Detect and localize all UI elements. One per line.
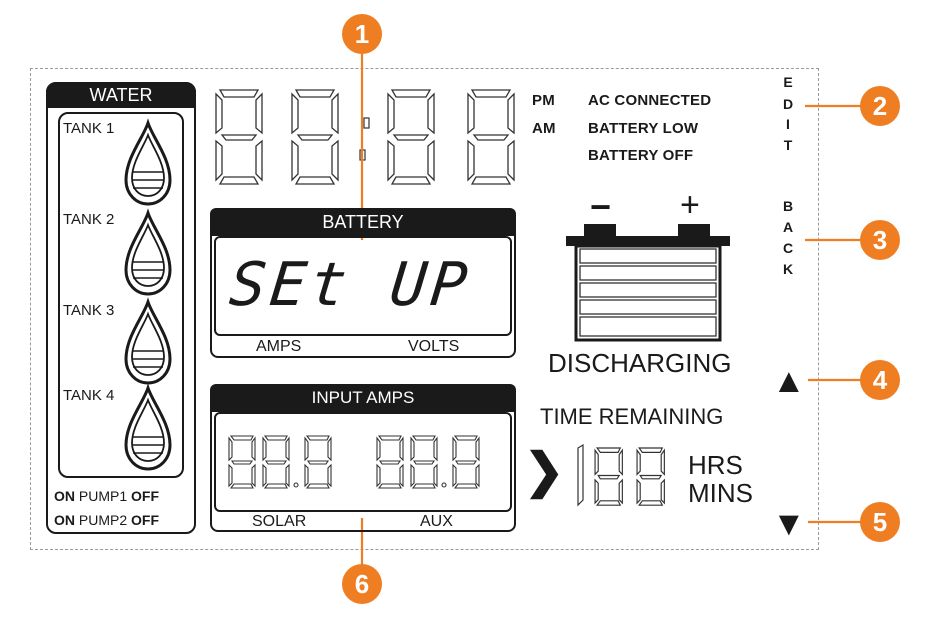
chevron-right-icon: ❯ bbox=[524, 445, 565, 498]
time-remaining-label: TIME REMAINING bbox=[540, 404, 724, 429]
pump2-label: PUMP2 bbox=[78, 512, 128, 528]
pump1-row: ON PUMP1 OFF bbox=[54, 488, 159, 504]
pump1-off: OFF bbox=[131, 488, 160, 504]
tank-4-label: TANK 4 bbox=[63, 387, 115, 404]
tank-4-drop-icon bbox=[124, 386, 172, 471]
callout-3: 3 bbox=[860, 220, 900, 260]
tank-1-drop-icon bbox=[124, 121, 172, 206]
plus-icon: + bbox=[680, 186, 700, 224]
amps-label: AMPS bbox=[256, 338, 302, 355]
pump1-label: PUMP1 bbox=[78, 488, 128, 504]
time-digits bbox=[577, 443, 665, 507]
edit-letter-t[interactable]: T bbox=[783, 137, 793, 153]
callout-lines bbox=[360, 46, 864, 566]
callout-2: 2 bbox=[860, 86, 900, 126]
battery-display-text: SEt UP bbox=[226, 250, 475, 320]
tank-2-label: TANK 2 bbox=[63, 211, 115, 228]
pump2-off: OFF bbox=[131, 512, 160, 528]
am-indicator: AM bbox=[532, 120, 556, 137]
tank-1-label: TANK 1 bbox=[63, 120, 115, 137]
aux-label: AUX bbox=[420, 513, 453, 530]
input-amps-digits bbox=[228, 435, 480, 489]
solar-label: SOLAR bbox=[252, 513, 307, 530]
pump1-on: ON bbox=[54, 488, 75, 504]
back-letter-b[interactable]: B bbox=[782, 198, 794, 214]
water-header: WATER bbox=[46, 82, 196, 108]
battery-panel-header: BATTERY bbox=[210, 208, 516, 236]
tank-3-drop-icon bbox=[124, 300, 172, 385]
back-letter-a[interactable]: A bbox=[782, 219, 794, 235]
back-letter-k[interactable]: K bbox=[782, 261, 794, 277]
callout-6: 6 bbox=[342, 564, 382, 604]
mins-label: MINS bbox=[688, 478, 753, 508]
tank-3-label: TANK 3 bbox=[63, 302, 115, 319]
battery-icon bbox=[566, 224, 730, 342]
hrs-label: HRS bbox=[688, 450, 743, 480]
callout-5: 5 bbox=[860, 502, 900, 542]
pump2-on: ON bbox=[54, 512, 75, 528]
battery-low-status: BATTERY LOW bbox=[588, 120, 699, 137]
volts-label: VOLTS bbox=[408, 338, 460, 355]
edit-letter-d[interactable]: D bbox=[782, 96, 794, 112]
pump2-row: ON PUMP2 OFF bbox=[54, 512, 159, 528]
edit-letter-e[interactable]: E bbox=[783, 74, 793, 90]
callout-1: 1 bbox=[342, 14, 382, 54]
tank-2-drop-icon bbox=[124, 211, 172, 296]
minus-icon: − bbox=[590, 186, 612, 227]
pm-indicator: PM bbox=[532, 92, 555, 109]
battery-off-status: BATTERY OFF bbox=[588, 147, 694, 164]
discharging-label: DISCHARGING bbox=[548, 348, 732, 378]
callout-4: 4 bbox=[860, 360, 900, 400]
edit-letter-i[interactable]: I bbox=[786, 116, 790, 132]
ac-connected-status: AC CONNECTED bbox=[588, 92, 712, 109]
clock-digits bbox=[215, 89, 515, 185]
input-amps-header: INPUT AMPS bbox=[210, 384, 516, 412]
battery-display-box bbox=[214, 236, 512, 336]
back-letter-c[interactable]: C bbox=[782, 240, 794, 256]
down-arrow-button[interactable]: ▼ bbox=[772, 505, 806, 543]
up-arrow-button[interactable]: ▲ bbox=[772, 362, 806, 400]
tank-box bbox=[58, 112, 184, 478]
input-amps-display-box bbox=[214, 412, 512, 512]
display-frame bbox=[30, 68, 819, 550]
